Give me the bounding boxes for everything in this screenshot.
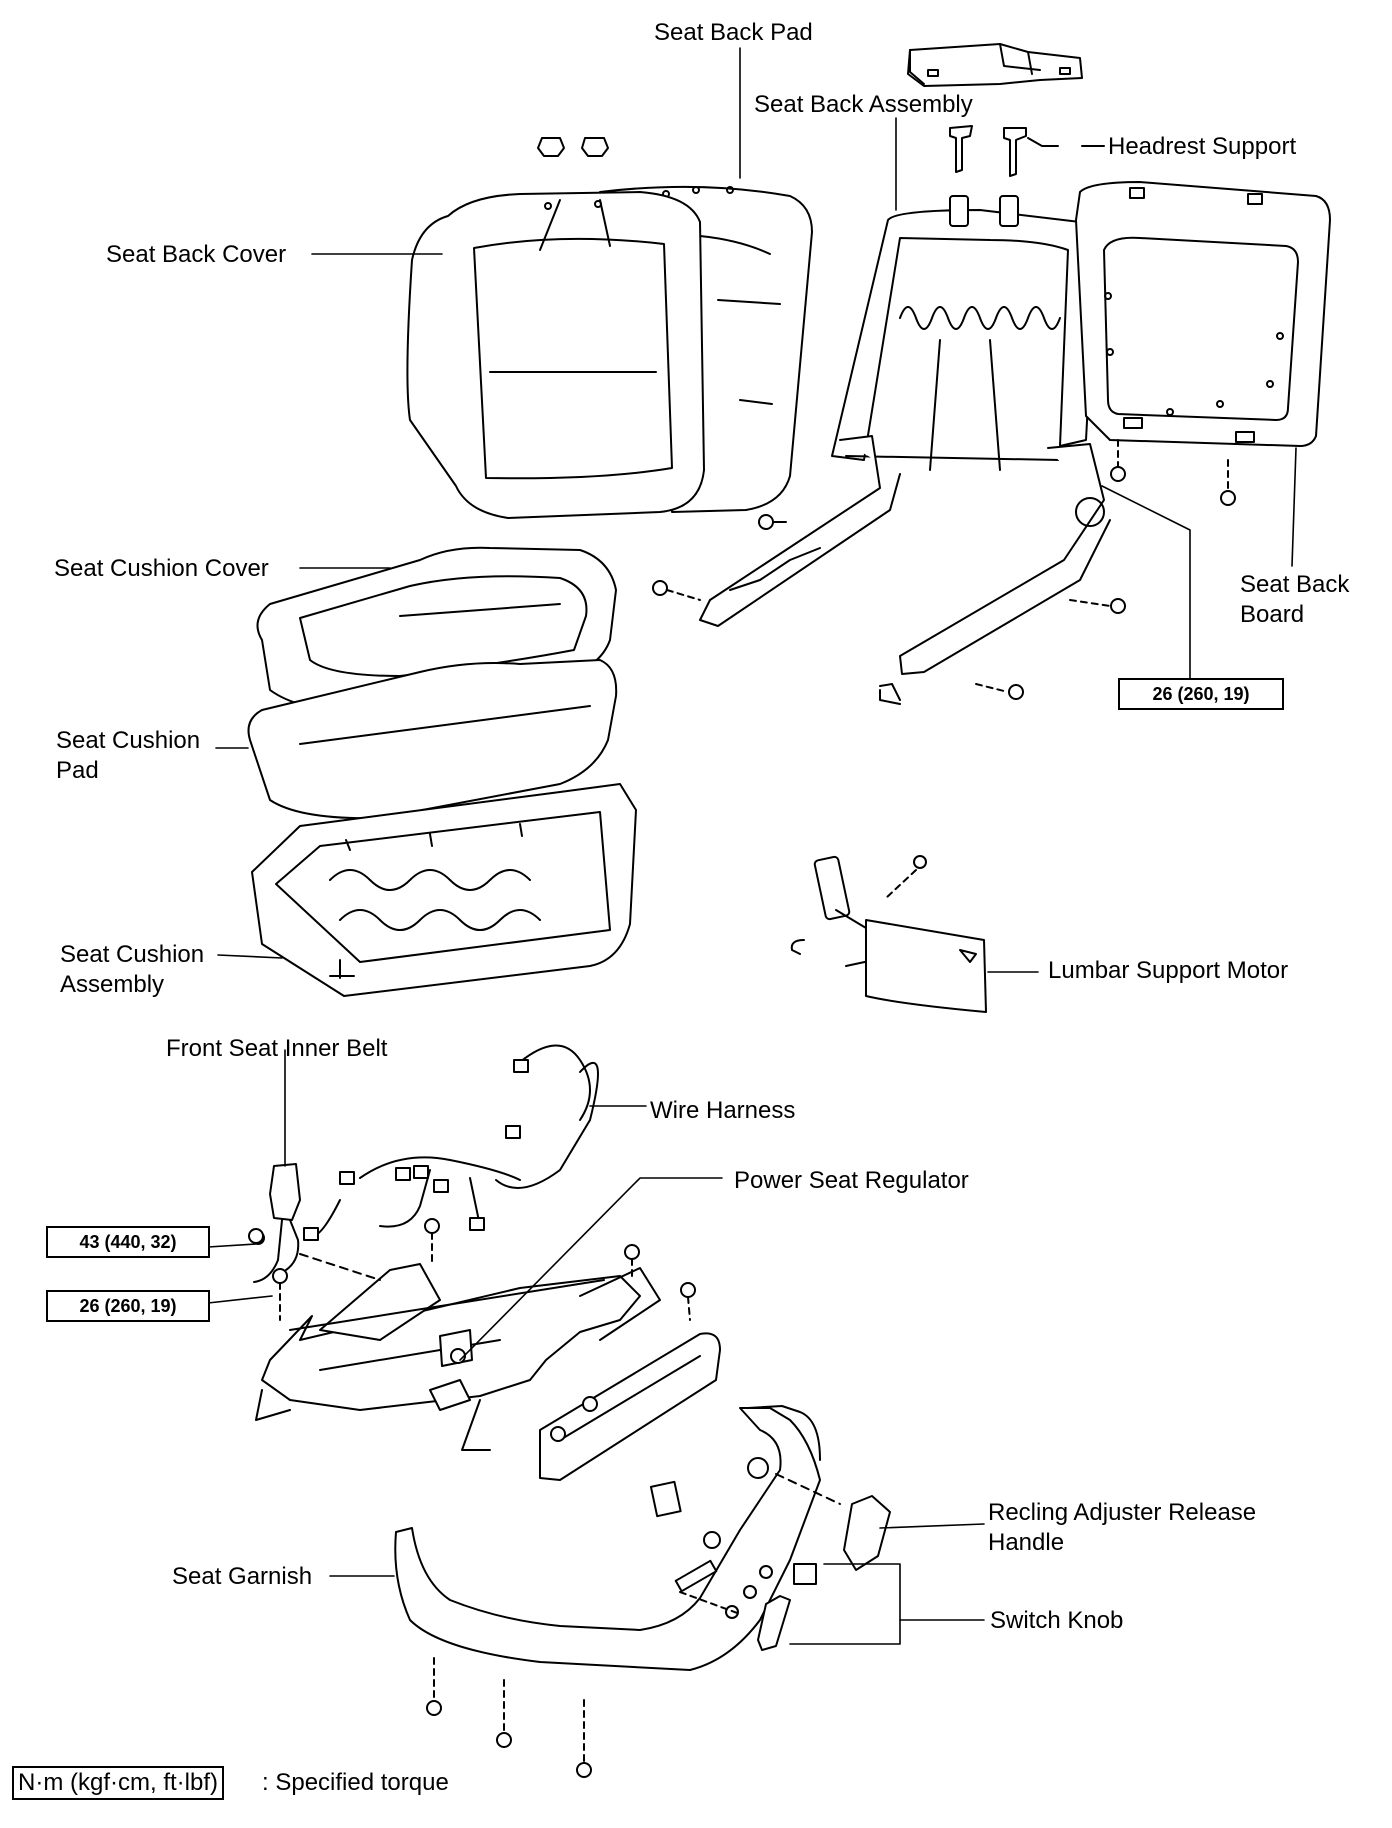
label-seat-cushion-cover: Seat Cushion Cover xyxy=(54,555,269,582)
label-seat-cushion-assembly: Seat Cushion Assembly xyxy=(60,940,204,1000)
recliner-release-handle-part xyxy=(775,1473,891,1571)
leader-lines xyxy=(207,47,1297,1645)
legend-specified-torque: : Specified torque xyxy=(262,1769,449,1796)
legend-torque-unit: N·m (kgf·cm, ft·lbf) xyxy=(12,1766,224,1800)
label-switch-knob: Switch Knob xyxy=(990,1607,1124,1634)
headrest-support-part xyxy=(949,125,1105,177)
label-seat-back-board: Seat Back Board xyxy=(1240,570,1349,630)
label-power-seat-regulator: Power Seat Regulator xyxy=(734,1167,969,1194)
seat-garnish-part xyxy=(394,1405,821,1778)
torque-box-inner-belt: 43 (440, 32) xyxy=(46,1226,210,1258)
label-recling-handle-line1: Recling Adjuster Release xyxy=(988,1499,1257,1526)
label-seat-cushion-pad-line1: Seat Cushion xyxy=(56,727,201,754)
lumbar-support-motor-part xyxy=(790,855,987,1013)
torque-box-seat-back-hinge: 26 (260, 19) xyxy=(1118,678,1284,710)
label-front-seat-inner-belt: Front Seat Inner Belt xyxy=(166,1035,388,1062)
wire-harness-part xyxy=(303,1044,599,1241)
label-seat-garnish: Seat Garnish xyxy=(172,1563,313,1590)
switch-knob-part xyxy=(679,1563,817,1651)
seat-back-pad-part xyxy=(907,43,1083,87)
label-seat-back-board-line1: Seat Back xyxy=(1240,571,1350,598)
clip-parts xyxy=(537,137,609,157)
torque-box-regulator: 26 (260, 19) xyxy=(46,1290,210,1322)
seat-back-bolts xyxy=(652,439,1236,700)
label-recling-adjuster-release-handle: Recling Adjuster Release Handle xyxy=(988,1498,1256,1558)
label-seat-back-board-line2: Board xyxy=(1240,601,1305,628)
label-seat-back-cover: Seat Back Cover xyxy=(106,241,287,268)
seat-back-cover-shape xyxy=(406,191,705,519)
label-headrest-support: Headrest Support xyxy=(1108,133,1297,160)
label-seat-cushion-pad: Seat Cushion Pad xyxy=(56,726,200,786)
label-seat-cushion-pad-line2: Pad xyxy=(56,757,99,784)
label-seat-cushion-assembly-line2: Assembly xyxy=(60,971,165,998)
seat-back-board-part xyxy=(1075,181,1331,447)
label-seat-back-pad: Seat Back Pad xyxy=(654,19,813,46)
seat-cushion-frame-part xyxy=(251,783,637,997)
seat-cushion-pad-shape xyxy=(247,659,618,820)
label-seat-cushion-assembly-line1: Seat Cushion xyxy=(60,941,205,968)
seat-back-frame-part xyxy=(699,195,1111,705)
label-lumbar-support-motor: Lumbar Support Motor xyxy=(1048,957,1289,984)
label-seat-back-assembly: Seat Back Assembly xyxy=(754,91,973,118)
seat-shield-part xyxy=(539,1282,721,1481)
label-wire-harness: Wire Harness xyxy=(650,1097,796,1124)
label-recling-handle-line2: Handle xyxy=(988,1529,1065,1556)
front-seat-inner-belt-part xyxy=(251,1163,301,1283)
power-seat-regulator-part xyxy=(248,1218,661,1451)
